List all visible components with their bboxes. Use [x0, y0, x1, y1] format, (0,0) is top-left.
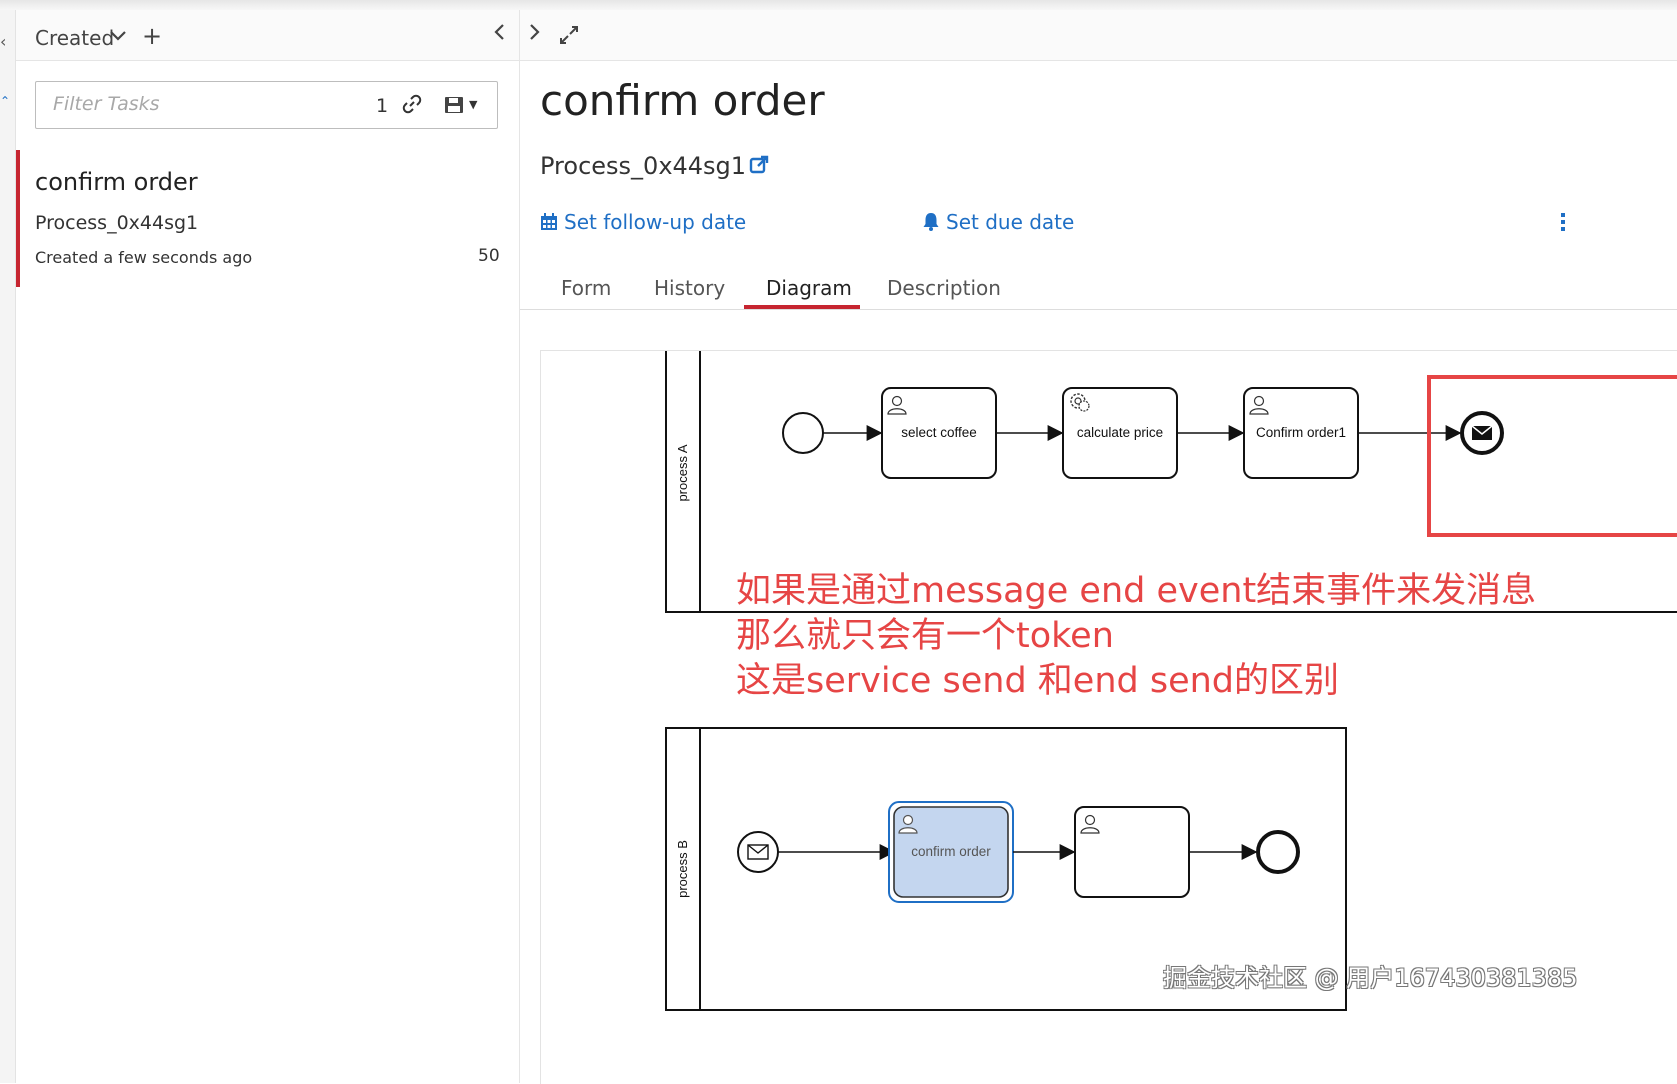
task-item-priority: 50: [478, 246, 500, 266]
task-list-item[interactable]: confirm order Process_0x44sg1 Created a …: [16, 150, 519, 287]
maximize-icon[interactable]: [558, 24, 580, 46]
external-link-icon[interactable]: [749, 155, 769, 175]
task-tabs: Form History Diagram Description: [520, 262, 1677, 310]
task-label: calculate price: [1077, 425, 1163, 440]
annotation-line-2: 那么就只会有一个token: [736, 616, 1114, 656]
caret-down-icon[interactable]: ▼: [469, 98, 478, 111]
user-icon: [1249, 395, 1269, 415]
save-icon[interactable]: [444, 96, 464, 114]
user-task-select-coffee[interactable]: select coffee: [881, 387, 997, 479]
gear-icon: [1070, 393, 1090, 412]
start-event[interactable]: [782, 412, 824, 454]
process-definition-name[interactable]: Process_0x44sg1: [540, 152, 747, 180]
set-due-date-button[interactable]: Set due date: [922, 210, 1074, 234]
annotation-line-1: 如果是通过message end event结束事件来发消息: [736, 571, 1537, 611]
active-tab-indicator: [744, 305, 860, 309]
end-event[interactable]: [1256, 830, 1300, 874]
task-item-process: Process_0x44sg1: [35, 212, 199, 234]
tab-form[interactable]: Form: [561, 276, 612, 300]
sort-by-label[interactable]: Created: [35, 26, 115, 50]
filter-tasks-input[interactable]: Filter Tasks: [53, 93, 160, 115]
left-gutter: ‹ ⌃: [0, 10, 16, 1083]
task-label: Confirm order1: [1256, 425, 1346, 440]
task-detail-header: [520, 10, 1677, 61]
chevron-down-icon[interactable]: [109, 24, 127, 48]
follow-up-label: Set follow-up date: [564, 210, 747, 234]
message-end-event[interactable]: [1460, 411, 1504, 455]
service-task-calculate-price[interactable]: calculate price: [1062, 387, 1178, 479]
highlight-box: [1427, 375, 1677, 537]
user-icon: [1080, 814, 1100, 834]
window-top-edge: [0, 0, 1677, 10]
tab-description[interactable]: Description: [887, 276, 1001, 300]
selected-accent: [16, 150, 20, 287]
watermark: 掘金技术社区 @ 用户167430381385: [1163, 964, 1578, 992]
bell-icon: [923, 213, 939, 231]
task-label: confirm order: [911, 844, 991, 859]
gutter-collapse-icon[interactable]: ‹: [0, 32, 7, 51]
task-label: select coffee: [901, 425, 977, 440]
annotation-line-3: 这是service send 和end send的区别: [736, 661, 1340, 701]
task-list-header: Created +: [16, 10, 519, 61]
bpmn-diagram-canvas[interactable]: process A select coffee calculate price: [540, 350, 1677, 1084]
filter-result-count: 1: [376, 95, 389, 117]
user-icon: [898, 814, 918, 834]
collapse-list-icon[interactable]: [492, 22, 506, 48]
due-date-label: Set due date: [946, 210, 1075, 234]
message-start-event[interactable]: [737, 831, 779, 873]
user-task-confirm-order-active[interactable]: confirm order: [888, 801, 1014, 903]
pool-process-a[interactable]: process A: [665, 351, 1677, 613]
pool-process-b[interactable]: process B: [665, 727, 1347, 1011]
task-item-created: Created a few seconds ago: [35, 248, 253, 267]
filter-tasks-box[interactable]: Filter Tasks 1 ▼: [35, 81, 498, 129]
expand-list-icon[interactable]: [528, 22, 542, 48]
more-options-icon[interactable]: [1560, 212, 1566, 232]
pool-a-label: process A: [675, 444, 690, 501]
gutter-up-icon[interactable]: ⌃: [0, 94, 11, 108]
user-task-unnamed[interactable]: [1074, 806, 1190, 898]
calendar-icon: [541, 213, 557, 230]
add-sorting-button[interactable]: +: [142, 22, 163, 50]
task-list-panel: Created + Filter Tasks 1 ▼ confirm order…: [16, 10, 520, 1083]
set-follow-up-date-button[interactable]: Set follow-up date: [540, 210, 746, 234]
task-item-title: confirm order: [35, 168, 198, 196]
user-icon: [887, 395, 907, 415]
tab-history[interactable]: History: [654, 276, 726, 300]
task-title: confirm order: [540, 76, 825, 125]
pool-b-label: process B: [675, 840, 690, 898]
user-task-confirm-order1[interactable]: Confirm order1: [1243, 387, 1359, 479]
link-icon[interactable]: [402, 94, 422, 114]
tab-diagram[interactable]: Diagram: [766, 276, 852, 300]
